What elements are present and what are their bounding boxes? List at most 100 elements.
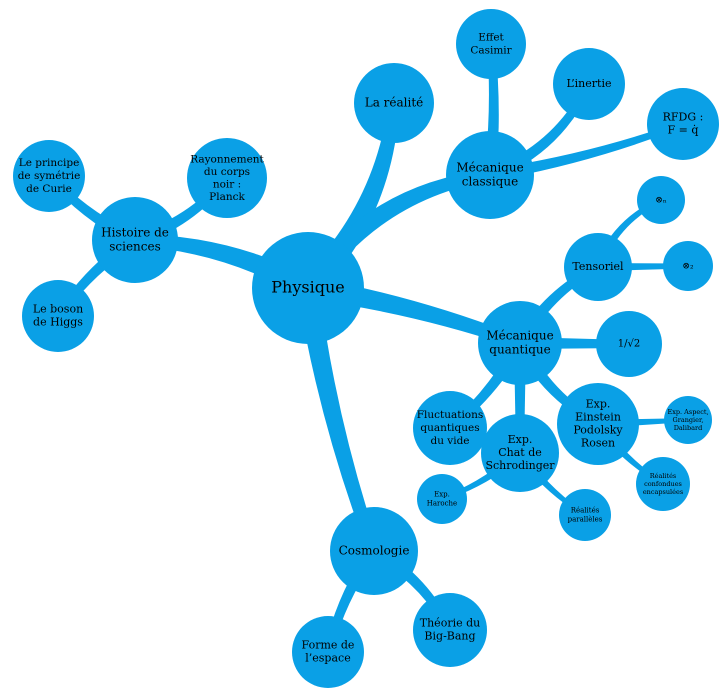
- node-planck-label-3: noir :: [213, 178, 241, 190]
- node-big-bang-label-1: Théorie du: [420, 617, 480, 630]
- node-haroche[interactable]: Exp.Haroche: [417, 474, 467, 524]
- node-inertie-bubble: [553, 48, 625, 120]
- node-realite-label-1: La réalité: [365, 96, 424, 110]
- node-realites-paralleles-label-1: Réalités: [571, 507, 600, 515]
- node-otimes-2[interactable]: ⊗₂: [663, 241, 713, 291]
- node-epr-label-2: Einstein: [575, 411, 621, 424]
- node-chat-label-2: Chat de: [498, 446, 542, 459]
- node-mecanique-quantique-bubble: [478, 301, 562, 385]
- node-histoire-bubble: [92, 197, 178, 283]
- node-fluctuations-label-1: Fluctuations: [417, 409, 484, 421]
- node-chat-label-1: Exp.: [508, 433, 533, 446]
- node-tensoriel-label-1: Tensoriel: [572, 260, 624, 273]
- node-curie-label-1: Le principe: [19, 157, 80, 169]
- node-mecanique-quantique-label-1: Mécanique: [486, 329, 553, 343]
- node-higgs-bubble: [22, 280, 94, 352]
- node-cosmologie-label-1: Cosmologie: [339, 544, 410, 558]
- node-otimes-n-bubble: [637, 176, 685, 224]
- node-rfdg-label-1: RFDG :: [663, 111, 704, 124]
- node-planck-label-4: Planck: [209, 191, 245, 203]
- node-haroche-bubble: [417, 474, 467, 524]
- node-rfdg[interactable]: RFDG :F = q̇: [647, 88, 719, 160]
- node-planck-bubble: [187, 138, 267, 218]
- node-epr-label-3: Podolsky: [573, 424, 623, 437]
- node-epr-label-4: Rosen: [581, 437, 615, 450]
- node-realites-confondues-label-1: Réalités: [650, 472, 677, 480]
- node-higgs-label-2: de Higgs: [33, 316, 83, 329]
- node-one-over-sqrt2-label-1: 1/√2: [618, 339, 640, 350]
- node-aspect-label-1: Exp. Aspect,: [667, 408, 708, 416]
- node-aspect[interactable]: Exp. Aspect,Grangier,Dalibard: [664, 396, 712, 444]
- node-mecanique-classique-label-1: Mécanique: [456, 161, 523, 175]
- node-forme-espace-label-2: l’espace: [305, 652, 350, 665]
- node-curie-label-2: de symétrie: [18, 170, 81, 182]
- node-aspect-label-3: Dalibard: [674, 424, 703, 432]
- node-cosmologie-bubble: [330, 507, 418, 595]
- node-otimes-2-label-1: ⊗₂: [682, 262, 694, 272]
- node-effet-casimir-label-2: Casimir: [470, 45, 512, 57]
- node-epr-label-1: Exp.: [586, 398, 611, 411]
- node-effet-casimir-label-1: Effet: [478, 32, 504, 44]
- node-physique-bubble: [252, 232, 364, 344]
- node-haroche-label-1: Exp.: [434, 491, 450, 499]
- node-forme-espace-label-1: Forme de: [302, 639, 355, 652]
- node-realites-confondues-label-2: confondues: [644, 480, 682, 488]
- node-one-over-sqrt2-bubble: [596, 311, 662, 377]
- node-tensoriel[interactable]: Tensoriel: [564, 233, 632, 301]
- node-inertie[interactable]: L’inertie: [553, 48, 625, 120]
- node-histoire-label-2: sciences: [109, 240, 161, 254]
- node-aspect-bubble: [664, 396, 712, 444]
- node-planck-label-2: du corps: [204, 166, 250, 178]
- node-epr-bubble: [557, 383, 639, 465]
- node-otimes-n[interactable]: ⊗ₙ: [637, 176, 685, 224]
- node-big-bang-label-2: Big-Bang: [424, 630, 475, 643]
- node-rfdg-bubble: [647, 88, 719, 160]
- node-effet-casimir-bubble: [456, 9, 526, 79]
- node-chat-bubble: [481, 414, 559, 492]
- node-realites-confondues-bubble: [636, 457, 690, 511]
- node-fluctuations-bubble: [413, 391, 487, 465]
- node-otimes-n-label-1: ⊗ₙ: [655, 196, 667, 206]
- node-curie-label-3: de Curie: [26, 183, 72, 195]
- node-inertie-label-1: L’inertie: [567, 77, 612, 90]
- node-cosmologie[interactable]: Cosmologie: [330, 507, 418, 595]
- node-aspect-label-2: Grangier,: [673, 416, 704, 424]
- node-big-bang-bubble: [413, 593, 487, 667]
- node-curie-bubble: [13, 140, 85, 212]
- node-forme-espace[interactable]: Forme del’espace: [292, 616, 364, 688]
- node-mecanique-classique-bubble: [446, 131, 534, 219]
- node-fluctuations-label-2: quantiques: [420, 422, 479, 434]
- node-mecanique-classique-label-2: classique: [462, 175, 518, 189]
- node-physique-label-1: Physique: [271, 278, 344, 297]
- node-one-over-sqrt2[interactable]: 1/√2: [596, 311, 662, 377]
- node-realites-paralleles-label-2: parallèles: [568, 516, 603, 524]
- node-histoire-label-1: Histoire de: [101, 226, 169, 240]
- branch-physique-to-cosmologie: [297, 285, 380, 553]
- branch-physique-to-histoire: [133, 234, 311, 299]
- node-realite-bubble: [354, 63, 434, 143]
- node-mecanique-quantique-label-2: quantique: [489, 343, 550, 357]
- node-planck-label-1: Rayonnement: [190, 153, 264, 165]
- node-fluctuations-label-3: du vide: [430, 435, 469, 447]
- node-higgs-label-1: Le boson: [33, 303, 83, 316]
- node-realite[interactable]: La réalité: [354, 63, 434, 143]
- node-forme-espace-bubble: [292, 616, 364, 688]
- node-rfdg-label-2: F = q̇: [668, 124, 699, 137]
- node-realites-confondues-label-3: encapsulées: [643, 488, 683, 496]
- node-physique[interactable]: Physique: [252, 232, 364, 344]
